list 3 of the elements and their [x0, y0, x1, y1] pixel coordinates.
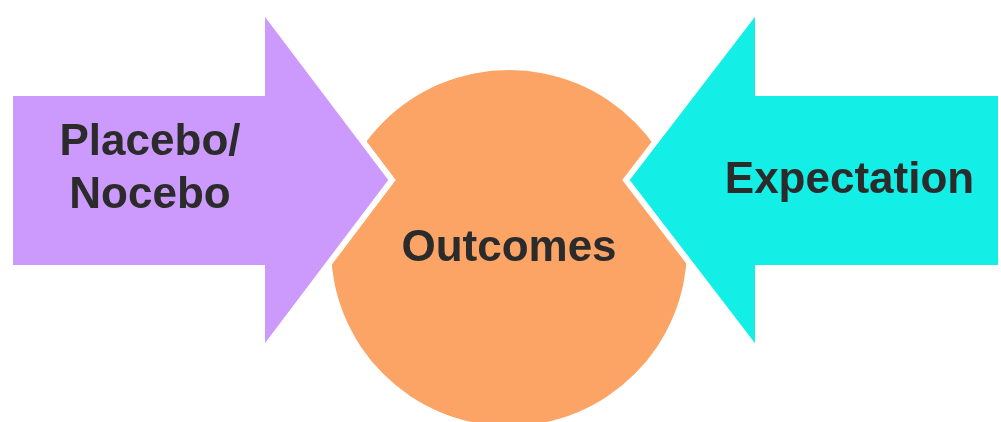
node-label: Outcomes — [400, 220, 618, 272]
node-label: Placebo/ Nocebo — [58, 114, 242, 219]
node-label: Expectation — [723, 152, 976, 204]
